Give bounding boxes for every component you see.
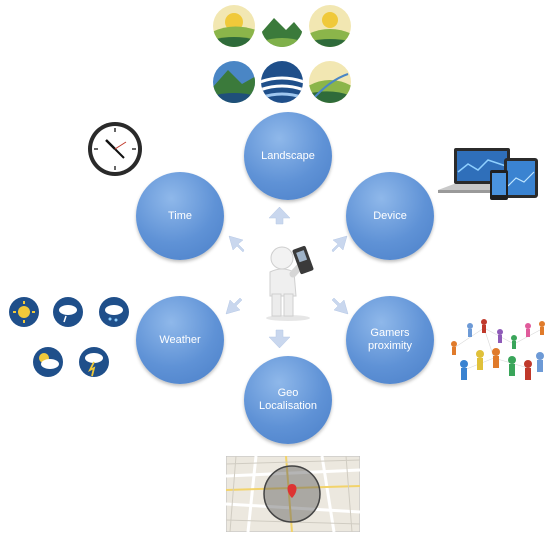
node-time: Time xyxy=(136,172,224,260)
node-gamers-proximity: Gamers proximity xyxy=(346,296,434,384)
node-device: Device xyxy=(346,172,434,260)
arrow-lower-left xyxy=(225,297,243,315)
arrow-upper-right xyxy=(331,235,348,253)
node-weather: Weather xyxy=(136,296,224,384)
arrow-upper-left xyxy=(228,235,245,253)
landscape-thumbnails-icon xyxy=(213,5,351,103)
weather-icons xyxy=(9,297,129,377)
node-geo-localisation: Geo Localisation xyxy=(244,356,332,444)
devices-icon xyxy=(438,148,538,200)
person-with-phone-icon xyxy=(266,245,314,321)
arrow-down xyxy=(268,329,291,349)
arrow-up xyxy=(268,206,291,225)
wall-clock-icon xyxy=(88,122,142,176)
arrow-lower-right xyxy=(331,297,349,315)
people-network-icon xyxy=(451,319,545,380)
node-landscape: Landscape xyxy=(244,112,332,200)
map-radius-icon xyxy=(226,456,360,532)
